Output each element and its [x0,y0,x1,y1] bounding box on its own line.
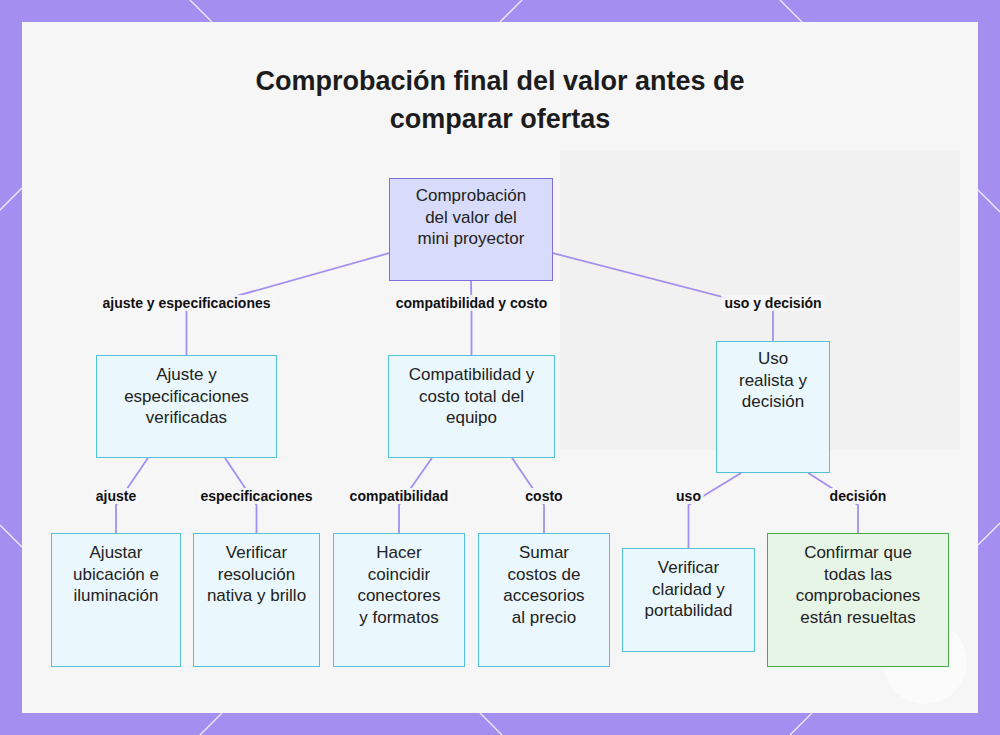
connector-line [689,473,742,548]
edge-label: ajuste y especificaciones [99,295,273,311]
process-box: Compatibilidad y costo total del equipo [388,355,555,458]
diagram-title: Comprobación final del valor antes de co… [230,62,770,138]
node-text: Verificar resolución nativa y brillo [206,542,307,607]
process-box: Hacer coincidir conectores y formatos [333,533,465,667]
node-text: Sumar costos de accesorios al precio [499,542,589,628]
node-text: Ajustar ubicación e iluminación [64,542,168,607]
edge-label: especificaciones [197,488,315,504]
edge-label: compatibilidad [347,488,452,504]
edge-label: uso y decisión [721,295,824,311]
decision-box: Confirmar que todas las comprobaciones e… [767,533,949,667]
process-box: Ajustar ubicación e iluminación [51,533,181,667]
node-text: Confirmar que todas las comprobaciones e… [788,542,928,628]
node-text: Ajuste y especificaciones verificadas [107,364,266,429]
edge-label: decisión [827,488,890,504]
process-box: Verificar claridad y portabilidad [622,548,755,652]
node-text: Comprobación del valor del mini proyecto… [408,185,534,250]
faded-photo [560,150,960,450]
root-box: Comprobación del valor del mini proyecto… [389,178,553,281]
process-box: Sumar costos de accesorios al precio [478,533,610,667]
edge-label: compatibilidad y costo [393,295,551,311]
process-box: Ajuste y especificaciones verificadas [96,355,277,458]
node-text: Uso realista y decisión [731,348,815,413]
process-box: Uso realista y decisión [716,341,830,473]
connector-line [470,281,472,355]
edge-label: ajuste [93,488,139,504]
edge-label: uso [673,488,704,504]
process-box: Verificar resolución nativa y brillo [193,533,320,667]
inner-panel [22,22,978,713]
node-text: Verificar claridad y portabilidad [637,557,740,622]
node-text: Compatibilidad y costo total del equipo [408,364,535,429]
node-text: Hacer coincidir conectores y formatos [354,542,444,628]
edge-label: costo [522,488,565,504]
